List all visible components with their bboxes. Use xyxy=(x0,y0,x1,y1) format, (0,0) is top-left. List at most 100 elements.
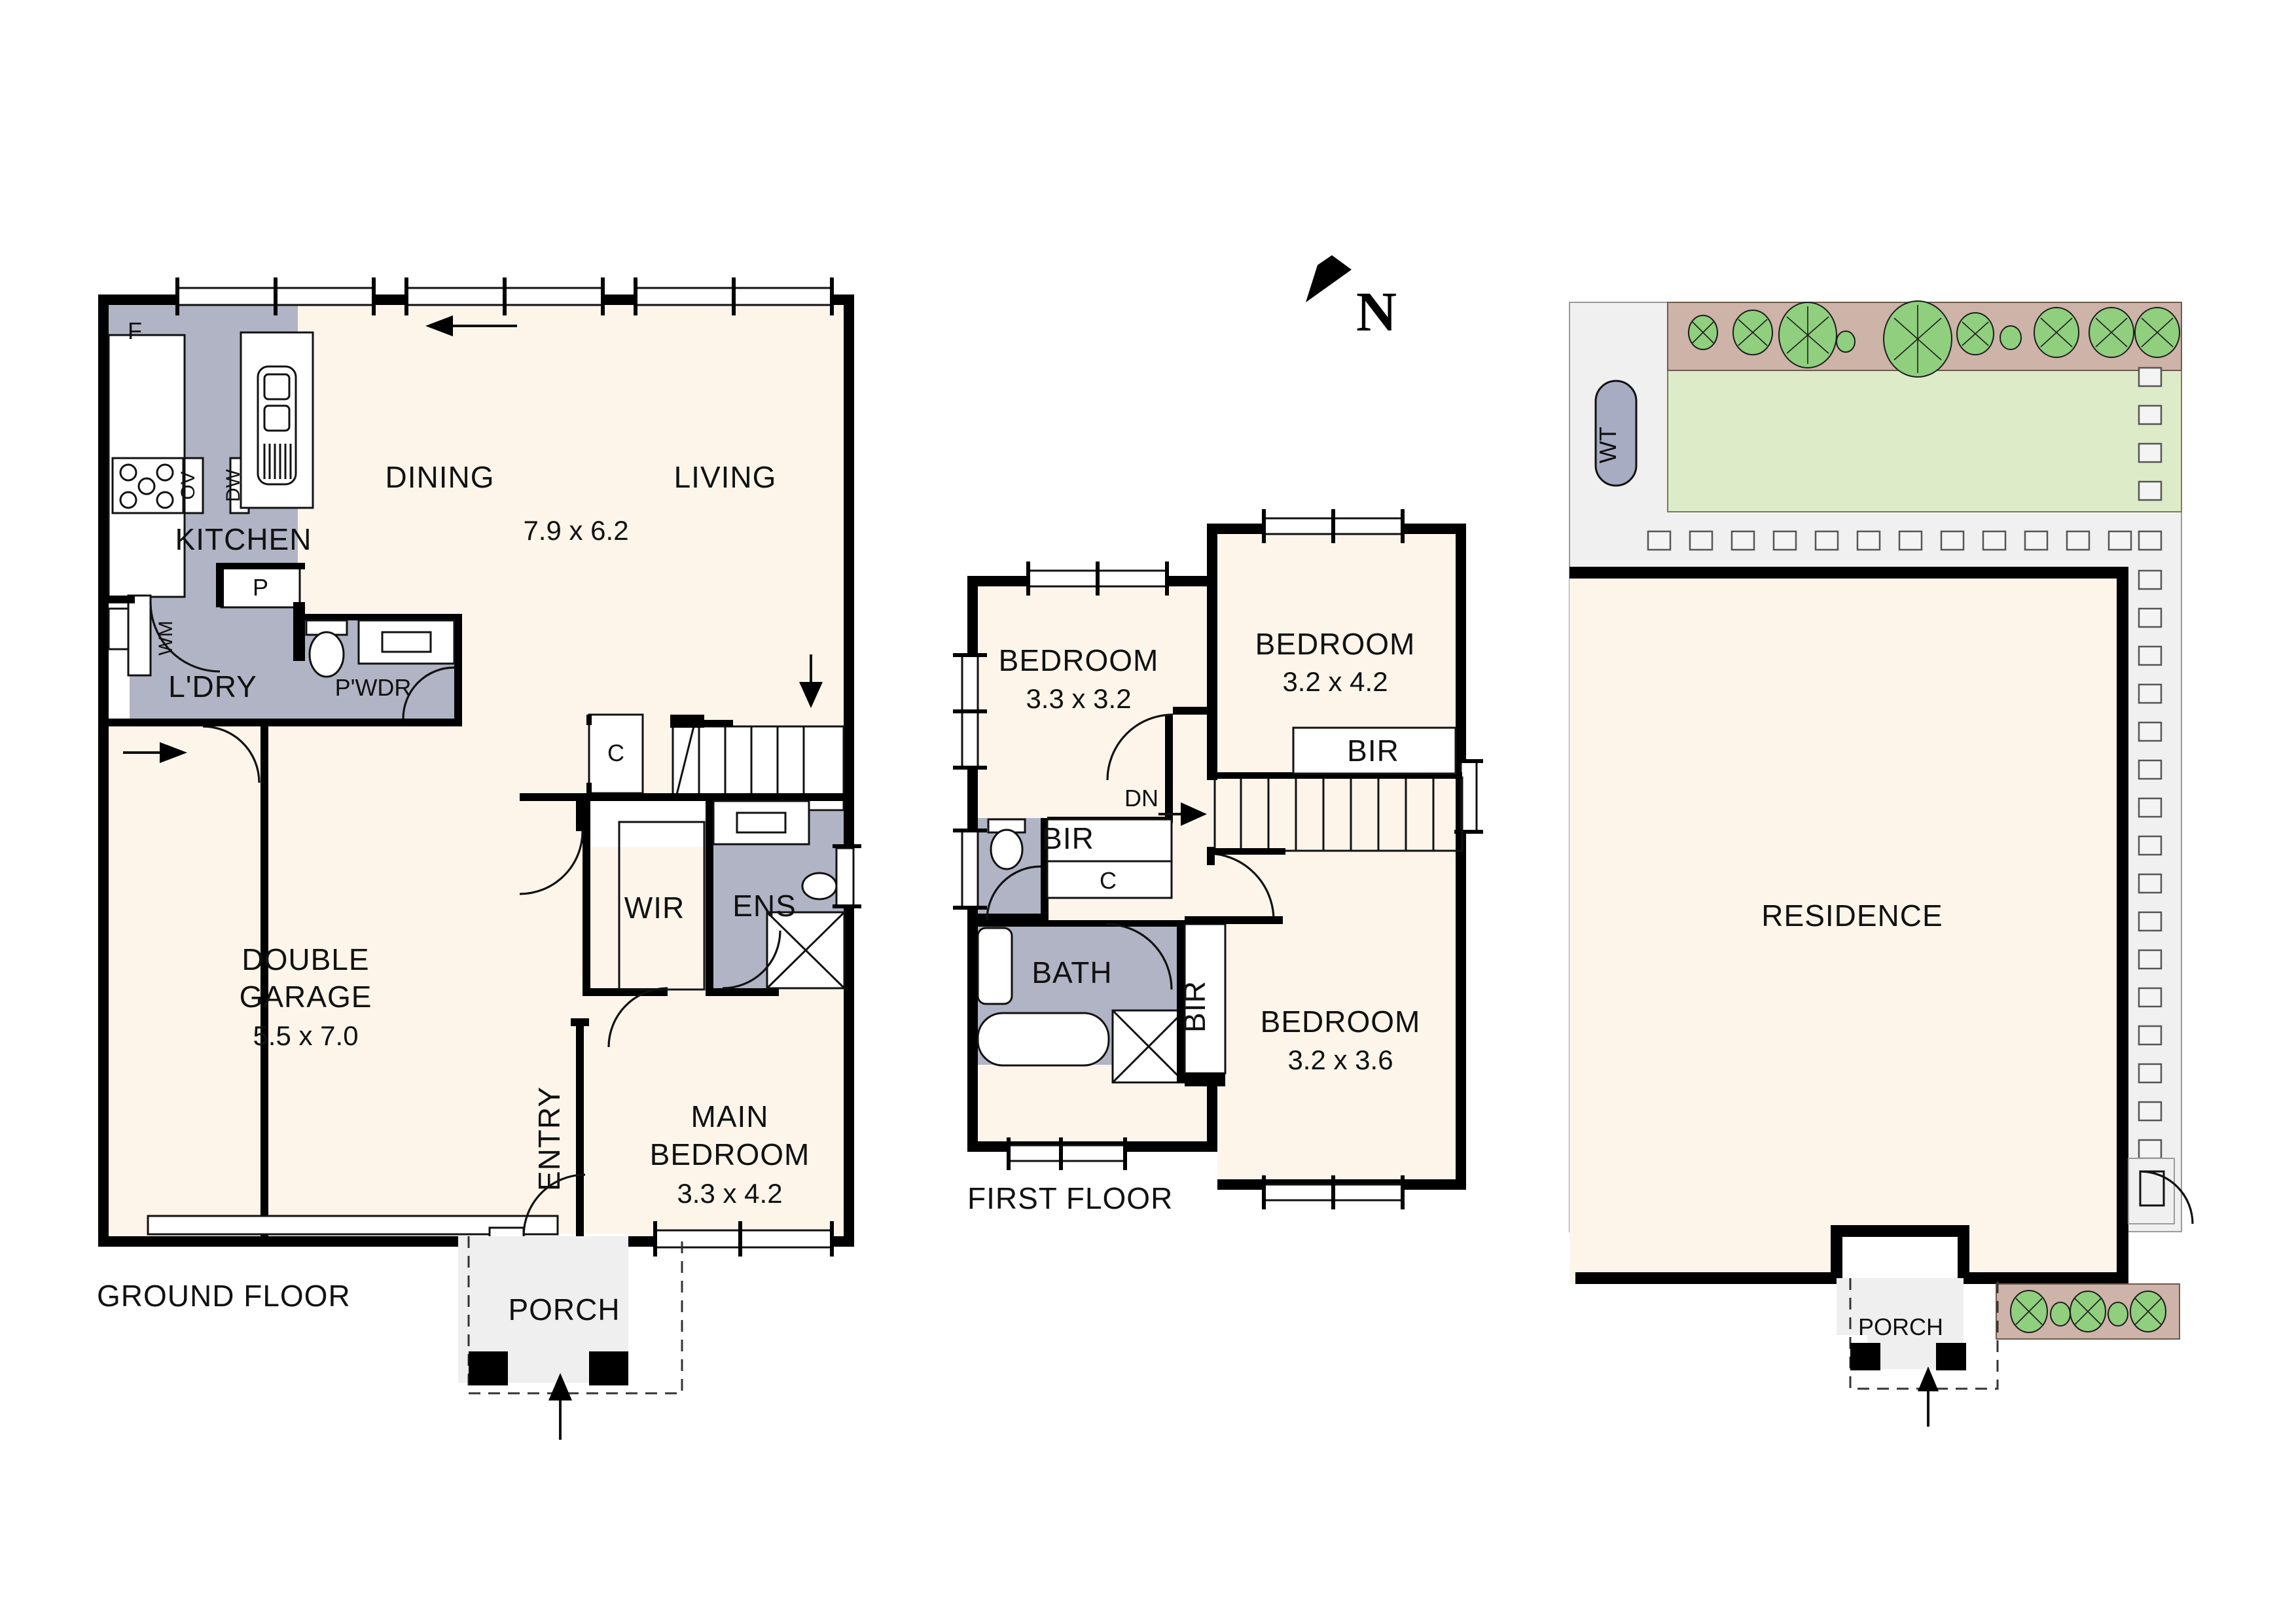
porch-label-ground: PORCH xyxy=(508,1293,620,1327)
wall-entry-notch xyxy=(571,1018,589,1026)
ff-bir-upper xyxy=(1046,818,1173,899)
site-porch xyxy=(1837,1278,1999,1427)
garage-label-1: DOUBLE xyxy=(242,942,369,976)
main-bedroom-dim-label: 3.3 x 4.2 xyxy=(677,1178,782,1209)
powder-door-swing xyxy=(402,666,455,719)
ff-bir-vertical xyxy=(1183,923,1227,1086)
wall-garage-top xyxy=(98,719,268,726)
ff-bath-label: BATH xyxy=(1031,955,1112,990)
stairs-down-arrow-ground xyxy=(799,654,823,708)
site-trees-bottom xyxy=(2010,1290,2166,1333)
wall-garage-right xyxy=(260,726,268,1247)
residence-label: RESIDENCE xyxy=(1761,899,1943,933)
site-trees-top xyxy=(1688,300,2180,378)
entry-door-swing xyxy=(522,1173,586,1237)
wall-laundry-pwdr xyxy=(293,602,305,661)
ff-bed2-door-swing xyxy=(1106,713,1174,781)
garage-label-2: GARAGE xyxy=(240,980,372,1014)
residence-outline xyxy=(1570,567,2128,1284)
ff-bed4-door-swing xyxy=(1206,852,1275,921)
dining-label: DINING xyxy=(386,460,495,494)
wall-hall-stub xyxy=(520,793,583,801)
ff-windows xyxy=(953,509,1483,1209)
ff-bir-2-label: BIR xyxy=(1347,734,1399,768)
water-tank-icon xyxy=(1594,380,1638,487)
ff-bedroom3-label: BEDROOM xyxy=(1255,627,1416,661)
site-pavers-vertical xyxy=(2138,366,2162,1160)
wall-ground-right xyxy=(844,294,854,1247)
main-bedroom-window xyxy=(653,1221,834,1257)
ff-wall-bed2-right xyxy=(1165,715,1173,823)
main-bedroom-label-2: BEDROOM xyxy=(650,1137,810,1171)
ff-bedroom4-label: BEDROOM xyxy=(1261,1005,1421,1039)
toilet-icon xyxy=(308,631,345,678)
dn-label: DN xyxy=(1124,785,1158,812)
oven-label: OV xyxy=(177,471,199,499)
wir-interior xyxy=(590,801,706,847)
ff-bir-3-label: BIR xyxy=(1177,980,1211,1033)
powder-fixtures xyxy=(305,619,456,678)
wall-ground-left xyxy=(98,294,109,1247)
first-floor-plan: DN BEDROOM 3.3 x 3.2 BEDROOM 3.2 x 4.2 B… xyxy=(953,509,1483,1215)
wall-pwdr-right xyxy=(454,618,462,726)
wall-pantry-left xyxy=(216,563,224,607)
entry-label: ENTRY xyxy=(532,1086,566,1191)
living-dim-label: 7.9 x 6.2 xyxy=(523,515,628,546)
ff-bir-1-label: BIR xyxy=(1042,821,1094,855)
site-porch-label: PORCH xyxy=(1858,1313,1943,1340)
garage-dim-label: 5.5 x 7.0 xyxy=(253,1020,358,1051)
main-bedroom-label-1: MAIN xyxy=(691,1099,769,1133)
ff-bedroom2-dim: 3.3 x 3.2 xyxy=(1026,683,1131,714)
ground-porch xyxy=(458,1236,683,1440)
wall-ens-bottom xyxy=(706,988,779,996)
wall-ground-bottom-left xyxy=(98,1236,465,1247)
ens-fixtures xyxy=(712,800,861,990)
site-pavers-horizontal xyxy=(1647,530,2162,551)
wir-door-swing xyxy=(607,987,668,1048)
first-floor-title: FIRST FLOOR xyxy=(967,1181,1173,1215)
pantry-label: P xyxy=(253,574,268,601)
ens-vanity xyxy=(712,800,810,846)
cupboard-label-ground: C xyxy=(607,740,624,766)
vanity-icon xyxy=(357,619,456,665)
hall-door-swing xyxy=(519,830,584,895)
ff-wall-bed2-stub xyxy=(1173,707,1207,715)
wall-kitchen-bottom xyxy=(98,596,135,603)
wir-label: WIR xyxy=(624,891,685,925)
wall-wir-left xyxy=(583,793,590,996)
water-tank-label: WT xyxy=(1594,427,1621,463)
ens-door-swing xyxy=(722,930,781,990)
compass: N xyxy=(1306,255,1397,343)
washing-machine-label: WM xyxy=(155,620,177,655)
ff-wall-midvert xyxy=(1207,524,1217,780)
kitchen-island xyxy=(240,331,314,509)
ff-stairs-dn-arrow xyxy=(1158,802,1207,826)
ens-label: ENS xyxy=(732,889,797,923)
ff-bedroom4-dim: 3.2 x 3.6 xyxy=(1287,1044,1393,1075)
ground-floor-plan: KITCHEN DINING LIVING 7.9 x 6.2 F OV DW … xyxy=(97,277,861,1440)
sliding-door-arrow-top xyxy=(425,315,517,336)
dishwasher-label: DW xyxy=(223,469,244,502)
wall-pantry-top xyxy=(216,563,305,569)
ground-floor-title: GROUND FLOOR xyxy=(97,1279,351,1313)
ground-top-windows xyxy=(175,277,834,315)
ff-stairs xyxy=(1207,772,1463,855)
kitchen-label: KITCHEN xyxy=(175,522,312,556)
wall-entry-right-upper xyxy=(576,800,584,831)
site-plan: WT xyxy=(1569,300,2194,1427)
ff-bathtub-icon xyxy=(977,1012,1110,1067)
wall-pwdr-top xyxy=(298,614,462,620)
ff-bedroom3-dim: 3.2 x 4.2 xyxy=(1282,666,1388,697)
ff-bath-fixtures xyxy=(967,920,1186,1084)
laundry-door-swing xyxy=(149,601,221,673)
sink-icon xyxy=(257,365,297,486)
ff-toilet-icon xyxy=(990,829,1024,870)
fridge-label: F xyxy=(128,317,142,344)
ff-bir-bed3 xyxy=(1292,726,1457,775)
ens-toilet-icon xyxy=(801,872,838,901)
north-arrow-icon xyxy=(1306,255,1352,302)
residence-side-door xyxy=(2128,1158,2194,1224)
living-label: LIVING xyxy=(674,460,777,494)
laundry-wet-fill xyxy=(128,602,298,723)
